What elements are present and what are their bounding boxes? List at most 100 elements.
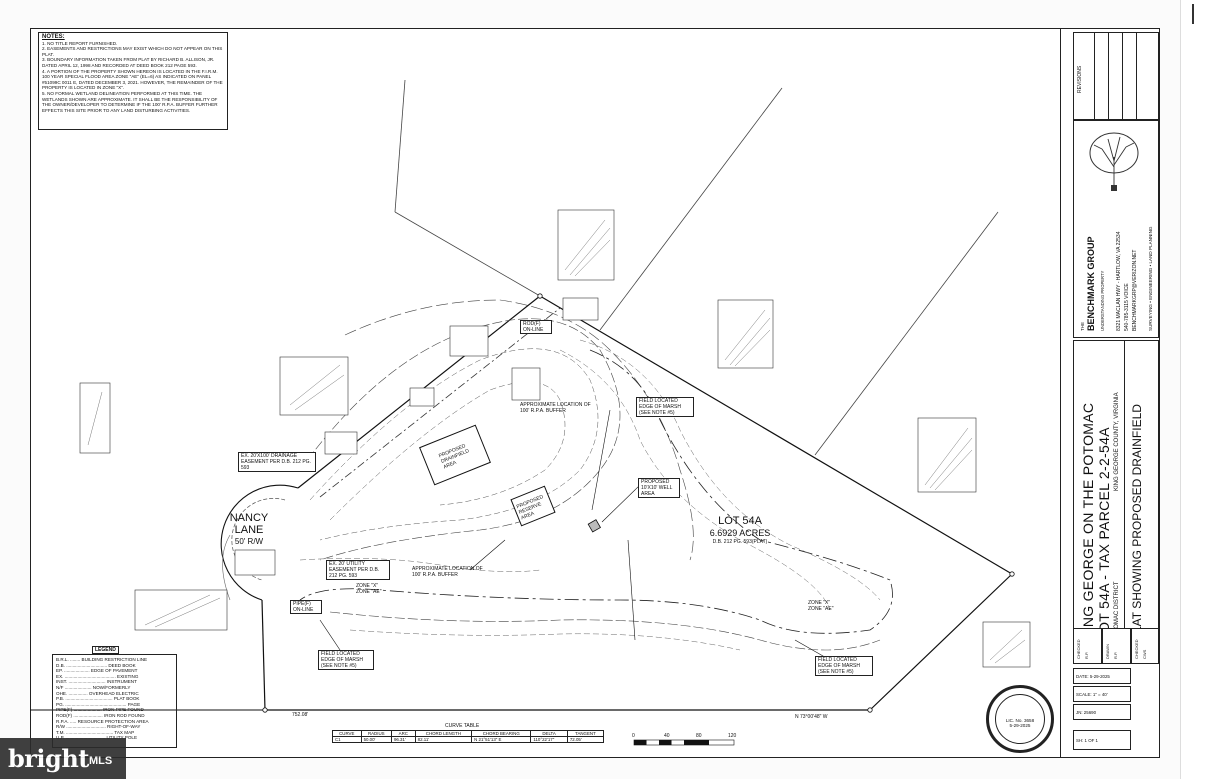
scale-cell: SCALE: 1" = 40' — [1073, 686, 1131, 702]
property-line — [869, 573, 1013, 711]
sheet-cell: SH: 1 OF 1 — [1073, 730, 1131, 750]
adjoining-line — [394, 79, 406, 213]
checked-cell: CHECKED R.P. — [1073, 628, 1102, 664]
contour — [299, 558, 541, 572]
firm-box: THE BENCHMARK GROUP UNDERSTANDING PROPER… — [1073, 120, 1159, 338]
scale-tick: 0 — [632, 733, 635, 739]
project-title-box: KING GEORGE ON THE POTOMAC LOT 54A - TAX… — [1073, 340, 1159, 655]
contour — [349, 629, 741, 651]
callout-box — [449, 325, 489, 357]
leader — [591, 409, 611, 511]
proposed-drainfield — [419, 424, 491, 486]
contour — [309, 348, 599, 541]
property-line — [261, 599, 266, 711]
notes-panel: NOTES: 1. NO TITLE REPORT FURNISHED. 2. … — [38, 32, 228, 130]
adjoining-line — [599, 87, 783, 331]
legend-title: LEGEND — [92, 646, 119, 654]
pipe-online-label: PIPE(F) ON-LINE — [290, 600, 322, 614]
firm-phone: 540-785-3115 VOICE — [1124, 283, 1130, 331]
page-edge-mark — [1192, 4, 1194, 24]
field-located-label: FIELD LOCATED EDGE OF MARSH (SEE NOTE #5… — [318, 650, 374, 670]
drawn-cell: DRAWN R.P. — [1102, 628, 1131, 664]
contour — [559, 349, 831, 611]
legend-item: INST. ............................. INST… — [56, 679, 137, 685]
well-area — [587, 519, 602, 533]
legend-item: B.R.L. ........ BUILDING RESTRICTION LIN… — [56, 657, 148, 662]
pipe-found — [1009, 571, 1015, 577]
drawing-border — [30, 28, 1160, 758]
firm-name: BENCHMARK GROUP — [1086, 236, 1096, 332]
adjoiner-label-box — [557, 209, 615, 281]
legend-item: R/W ............................... RIGH… — [56, 724, 141, 730]
curve-table-title: CURVE TABLE — [445, 723, 480, 729]
legend-item: P.B. ...................................… — [56, 696, 140, 702]
adjoining-line — [394, 211, 541, 297]
leader — [469, 539, 506, 571]
contour — [344, 299, 694, 561]
leader — [627, 539, 636, 641]
firm-address: 8321 MACLAN HWY - HARTLOW, VA 22534 — [1116, 231, 1122, 332]
drainage-easement-label: EX. 20'X100' DRAINAGE EASEMENT PER D.B. … — [238, 452, 316, 472]
revisions-box: REVISIONS — [1073, 32, 1159, 121]
scale-tick: 120 — [728, 733, 737, 739]
revisions-label: REVISIONS — [1077, 65, 1083, 93]
cul-de-sac — [220, 484, 299, 601]
surveyor-seal: LIC. No. 3658 5-29-2025 — [986, 685, 1054, 753]
callout-box — [409, 387, 435, 407]
seal-license: LIC. No. 3658 5-29-2025 — [1005, 718, 1035, 728]
legend-item: T.M. ...................................… — [56, 729, 135, 735]
field-located-label: FIELD LOCATED EDGE OF MARSH (SEE NOTE #5… — [636, 397, 694, 417]
legend-item: ROD(F) ....................... IRON ROD … — [56, 712, 145, 718]
legend-item: PG. ....................................… — [56, 701, 141, 707]
contour — [299, 318, 621, 561]
road-edge — [222, 534, 231, 601]
legend-panel: B.R.L. ........ BUILDING RESTRICTION LIN… — [52, 654, 177, 748]
legend-item: EP. .................... EDGE OF PAVEMEN… — [56, 668, 138, 674]
checked2-cell: CHECKED CWS — [1131, 628, 1159, 664]
note-item: 5. NO FORMAL WETLAND DELINEATION PERFORM… — [42, 90, 218, 113]
pipe-found — [537, 293, 543, 299]
note-item: 2. EASEMENTS AND RESTRICTIONS MAY EXIST … — [42, 46, 223, 57]
well-area-label: PROPOSED 10'X10' WELL AREA — [638, 478, 680, 498]
property-line — [539, 295, 1013, 575]
utility-easement-label: EX. 20' UTILITY EASEMENT PER D.B. 212 PG… — [326, 560, 390, 580]
curve-table: CURVE RADIUS ARC CHORD LENGTH CHORD BEAR… — [332, 730, 605, 743]
leader — [601, 484, 641, 523]
scale-tick: 80 — [696, 733, 702, 739]
firm-tagline: UNDERSTANDING PROPERTY — [1100, 270, 1105, 331]
contour — [329, 611, 881, 651]
legend-item: D.B. ................................ DE… — [56, 662, 136, 668]
note-item: 3. BOUNDARY INFORMATION TAKEN FROM PLAT … — [42, 57, 215, 68]
bearing-label: N 73°00'48" W — [795, 714, 828, 720]
leader — [319, 619, 341, 651]
firm-the: THE — [1080, 322, 1085, 331]
plat-title: PLAT SHOWING PROPOSED DRAINFIELD — [1130, 404, 1144, 641]
jn-cell: JN: 25690 — [1073, 704, 1131, 720]
legend-item: N/F ..................... NOW/FORMERLY — [56, 684, 131, 690]
title-block: REVISIONS THE BENCHMARK GROUP UNDERSTAND… — [1060, 28, 1160, 758]
project-title-line1: KING GEORGE ON THE POTOMAC — [1080, 402, 1096, 641]
page-edge — [1180, 0, 1206, 779]
proposed-reserve — [510, 485, 556, 527]
callout-box — [234, 549, 276, 576]
mls-logo: MLS — [89, 755, 113, 767]
pipe-found — [262, 707, 268, 713]
legend-item: OHE. ............... OVERHEAD ELECTRIC — [56, 690, 139, 696]
rpa-buffer-label: APPROXIMATE LOCATION OF 100' R.P.A. BUFF… — [520, 402, 591, 414]
scale-bar-graphic — [633, 739, 735, 746]
bright-mls-watermark: bright MLS — [0, 738, 126, 779]
scale-tick: 40 — [664, 733, 670, 739]
tree-logo-icon — [1089, 132, 1139, 191]
adjoiner-label-box — [134, 589, 228, 631]
note-item: 1. NO TITLE REPORT FURNISHED. — [42, 40, 118, 46]
note-item: 4. A PORTION OF THE PROPERTY SHOWN HEREO… — [42, 68, 223, 91]
adjoining-line — [814, 211, 999, 456]
firm-email: BENCHMARKGRP@VERIZON.NET — [1132, 249, 1138, 331]
distance-label: 752.08' — [292, 712, 309, 718]
rod-online-label: ROD(F) ON-LINE — [520, 320, 552, 334]
zone-label: ZONE "X" ZONE "AE" — [808, 600, 834, 612]
pipe-found — [867, 707, 873, 713]
firm-services: SURVEYING • ENGINEERING • LAND PLANNING — [1148, 226, 1153, 331]
